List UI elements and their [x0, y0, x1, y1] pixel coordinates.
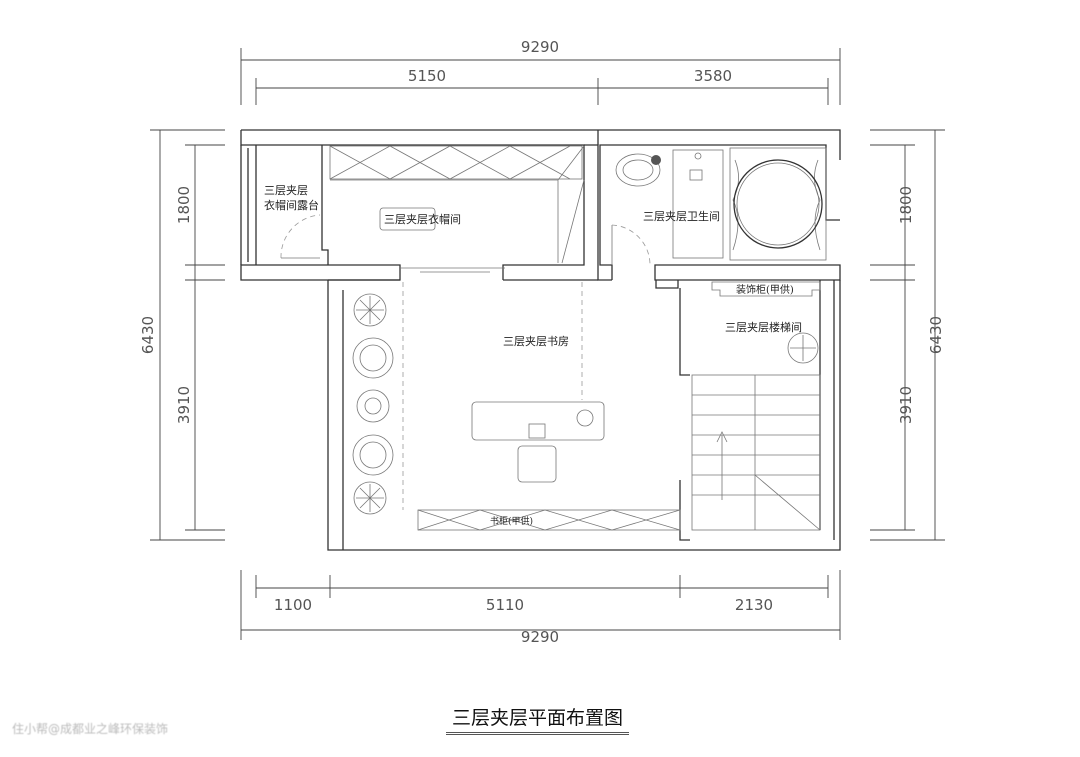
- dim-right-lower: 3910: [897, 386, 915, 424]
- dim-top-right: 3580: [694, 67, 732, 85]
- label-bathroom: 三层夹层卫生间: [643, 209, 720, 223]
- dim-right-upper: 1800: [897, 186, 915, 224]
- dim-top-total: 9290: [521, 38, 559, 56]
- staircase: [691, 374, 821, 531]
- label-decor-cabinet: 装饰柜(甲供): [736, 283, 794, 296]
- watermark: 住小帮@成都业之峰环保装饰: [12, 722, 169, 736]
- bathroom-fixtures: [615, 147, 827, 261]
- dimension-lines: [150, 48, 945, 640]
- label-terrace-line1: 三层夹层: [264, 184, 308, 197]
- dim-top-left: 5150: [408, 67, 446, 85]
- dim-left-total: 6430: [139, 316, 157, 354]
- label-closet: 三层夹层衣帽间: [384, 212, 461, 226]
- label-study: 三层夹层书房: [503, 335, 569, 348]
- plant-icons: [353, 293, 819, 515]
- dim-left-lower: 3910: [175, 386, 193, 424]
- dim-left-upper: 1800: [175, 186, 193, 224]
- dim-right-total: 6430: [927, 316, 945, 354]
- drawing-title: 三层夹层平面布置图: [446, 703, 630, 735]
- dim-bottom-a: 1100: [274, 596, 312, 614]
- walls: [240, 129, 841, 551]
- decor-cabinet: [711, 281, 821, 297]
- label-bookcase: 书柜(甲供): [490, 515, 533, 527]
- dim-bottom-total: 9290: [521, 628, 559, 646]
- dim-bottom-b: 5110: [486, 596, 524, 614]
- dim-bottom-c: 2130: [735, 596, 773, 614]
- closet-cabinets: [329, 145, 585, 273]
- label-stairwell: 三层夹层楼梯间: [725, 320, 802, 334]
- label-terrace-line2: 衣帽间露台: [264, 198, 319, 212]
- doors: [280, 214, 651, 266]
- armchairs: [352, 337, 394, 476]
- study-furniture: [352, 282, 819, 531]
